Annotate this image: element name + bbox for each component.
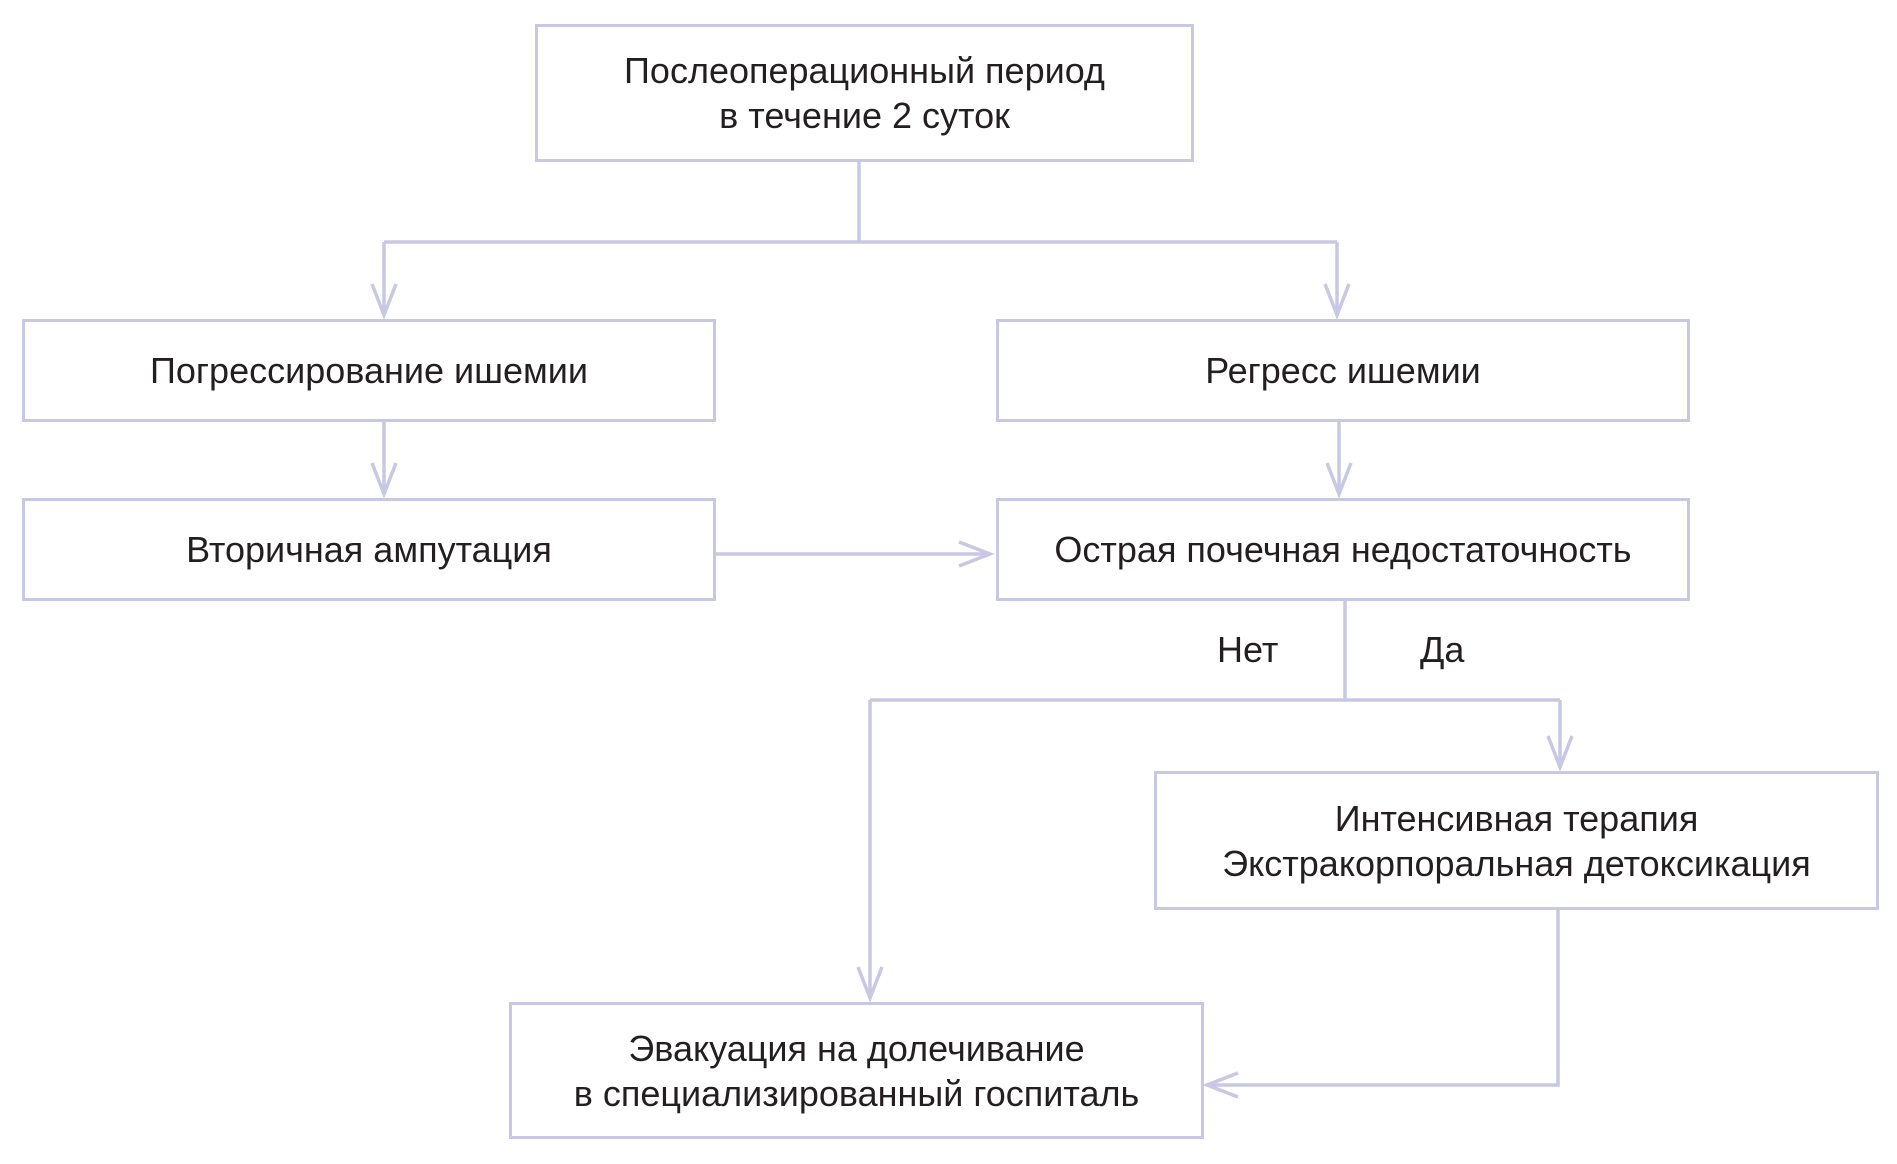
node-therapy: Интенсивная терапия Экстракорпоральная д… [1154, 771, 1879, 910]
node-evacuation: Эвакуация на долечивание в специализиров… [509, 1002, 1204, 1139]
node-renal-failure: Острая почечная недостаточность [996, 498, 1690, 601]
arrowhead-evacuation-right [1202, 1071, 1239, 1099]
node-regression: Регресс ишемии [996, 319, 1690, 422]
node-amputation-line-1: Вторичная ампутация [186, 529, 552, 570]
arrowhead-therapy [1546, 735, 1574, 772]
node-postop-line-2: в течение 2 суток [719, 95, 1010, 136]
node-regression-line-1: Регресс ишемии [1205, 350, 1481, 391]
arrowhead-progression [370, 283, 398, 320]
arrowhead-regression [1323, 283, 1351, 320]
node-progression: Погрессирование ишемии [22, 319, 716, 422]
arrowhead-amputation [370, 462, 398, 499]
arrowhead-renal-left [958, 540, 995, 568]
node-postop-line-1: Послеоперационный период [624, 50, 1105, 91]
node-evacuation-line-1: Эвакуация на долечивание [628, 1027, 1085, 1069]
node-therapy-line-2: Экстракорпоральная детоксикация [1222, 842, 1811, 884]
arrowhead-evacuation-top [856, 966, 884, 1003]
node-progression-line-1: Погрессирование ишемии [150, 350, 588, 391]
arrowhead-renal-top [1325, 462, 1353, 499]
edge-therapy-to-evacuation [1207, 909, 1560, 1087]
node-evacuation-line-2: в специализированный госпиталь [573, 1072, 1140, 1114]
node-amputation: Вторичная ампутация [22, 498, 716, 601]
edge-label-yes: Да [1420, 629, 1465, 670]
node-therapy-line-1: Интенсивная терапия [1334, 797, 1699, 839]
edge-label-no: Нет [1217, 629, 1279, 670]
node-renal-failure-line-1: Острая почечная недостаточность [1054, 529, 1632, 570]
node-postop: Послеоперационный период в течение 2 сут… [535, 24, 1194, 162]
